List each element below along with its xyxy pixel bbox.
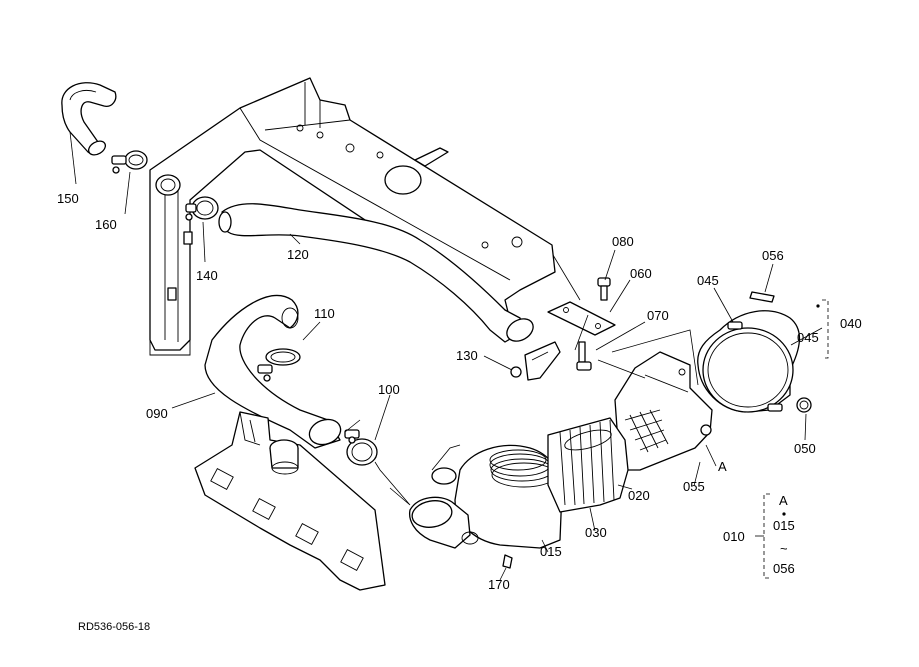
label-110: 110 (314, 306, 335, 321)
label-130: 130 (456, 348, 478, 363)
hose-150 (61, 82, 117, 156)
label-160: 160 (95, 217, 117, 232)
label-A: A (718, 459, 727, 474)
label-020: 020 (628, 488, 650, 503)
clamp-110 (257, 348, 301, 382)
group-bracket-040 (816, 299, 829, 359)
intake-manifold (194, 411, 386, 591)
diagram-reference-code: RD536-056-18 (78, 621, 150, 633)
label-150: 150 (57, 191, 79, 206)
label-015: 015 (540, 544, 562, 559)
legend-tilde: ~ (780, 541, 788, 556)
legend-A: A (779, 493, 788, 508)
label-090: 090 (146, 406, 168, 421)
label-040: 040 (840, 316, 862, 331)
label-056-upper: 056 (762, 248, 784, 263)
bolt-070 (576, 341, 592, 371)
label-050: 050 (794, 441, 816, 456)
clamp-160 (111, 150, 148, 174)
air-cleaner-body-030 (454, 417, 629, 549)
hose-120 (218, 203, 534, 343)
bracket-130 (510, 341, 561, 381)
label-170: 170 (488, 577, 510, 592)
clamp-140 (185, 196, 219, 221)
legend-010: 010 (723, 529, 745, 544)
bolt-080 (597, 277, 611, 301)
label-140: 140 (196, 268, 218, 283)
label-045-upper: 045 (697, 273, 719, 288)
leader-lines (69, 131, 823, 581)
legend-056: 056 (773, 561, 795, 576)
label-030: 030 (585, 525, 607, 540)
label-070: 070 (647, 308, 669, 323)
legend-015: 015 (773, 518, 795, 533)
label-060: 060 (630, 266, 652, 281)
plate-060 (547, 301, 616, 336)
clamp-100 (344, 429, 378, 466)
label-080: 080 (612, 234, 634, 249)
label-120: 120 (287, 247, 309, 262)
band-020 (614, 351, 713, 471)
cover-045 (697, 291, 812, 413)
label-045-lower: 045 (797, 330, 819, 345)
label-100: 100 (378, 382, 400, 397)
inlet-170 (408, 467, 513, 569)
assembly-legend-010: 010 A 015 ~ 056 (723, 493, 795, 579)
assembly-route-lines (344, 254, 699, 506)
label-055: 055 (683, 479, 705, 494)
